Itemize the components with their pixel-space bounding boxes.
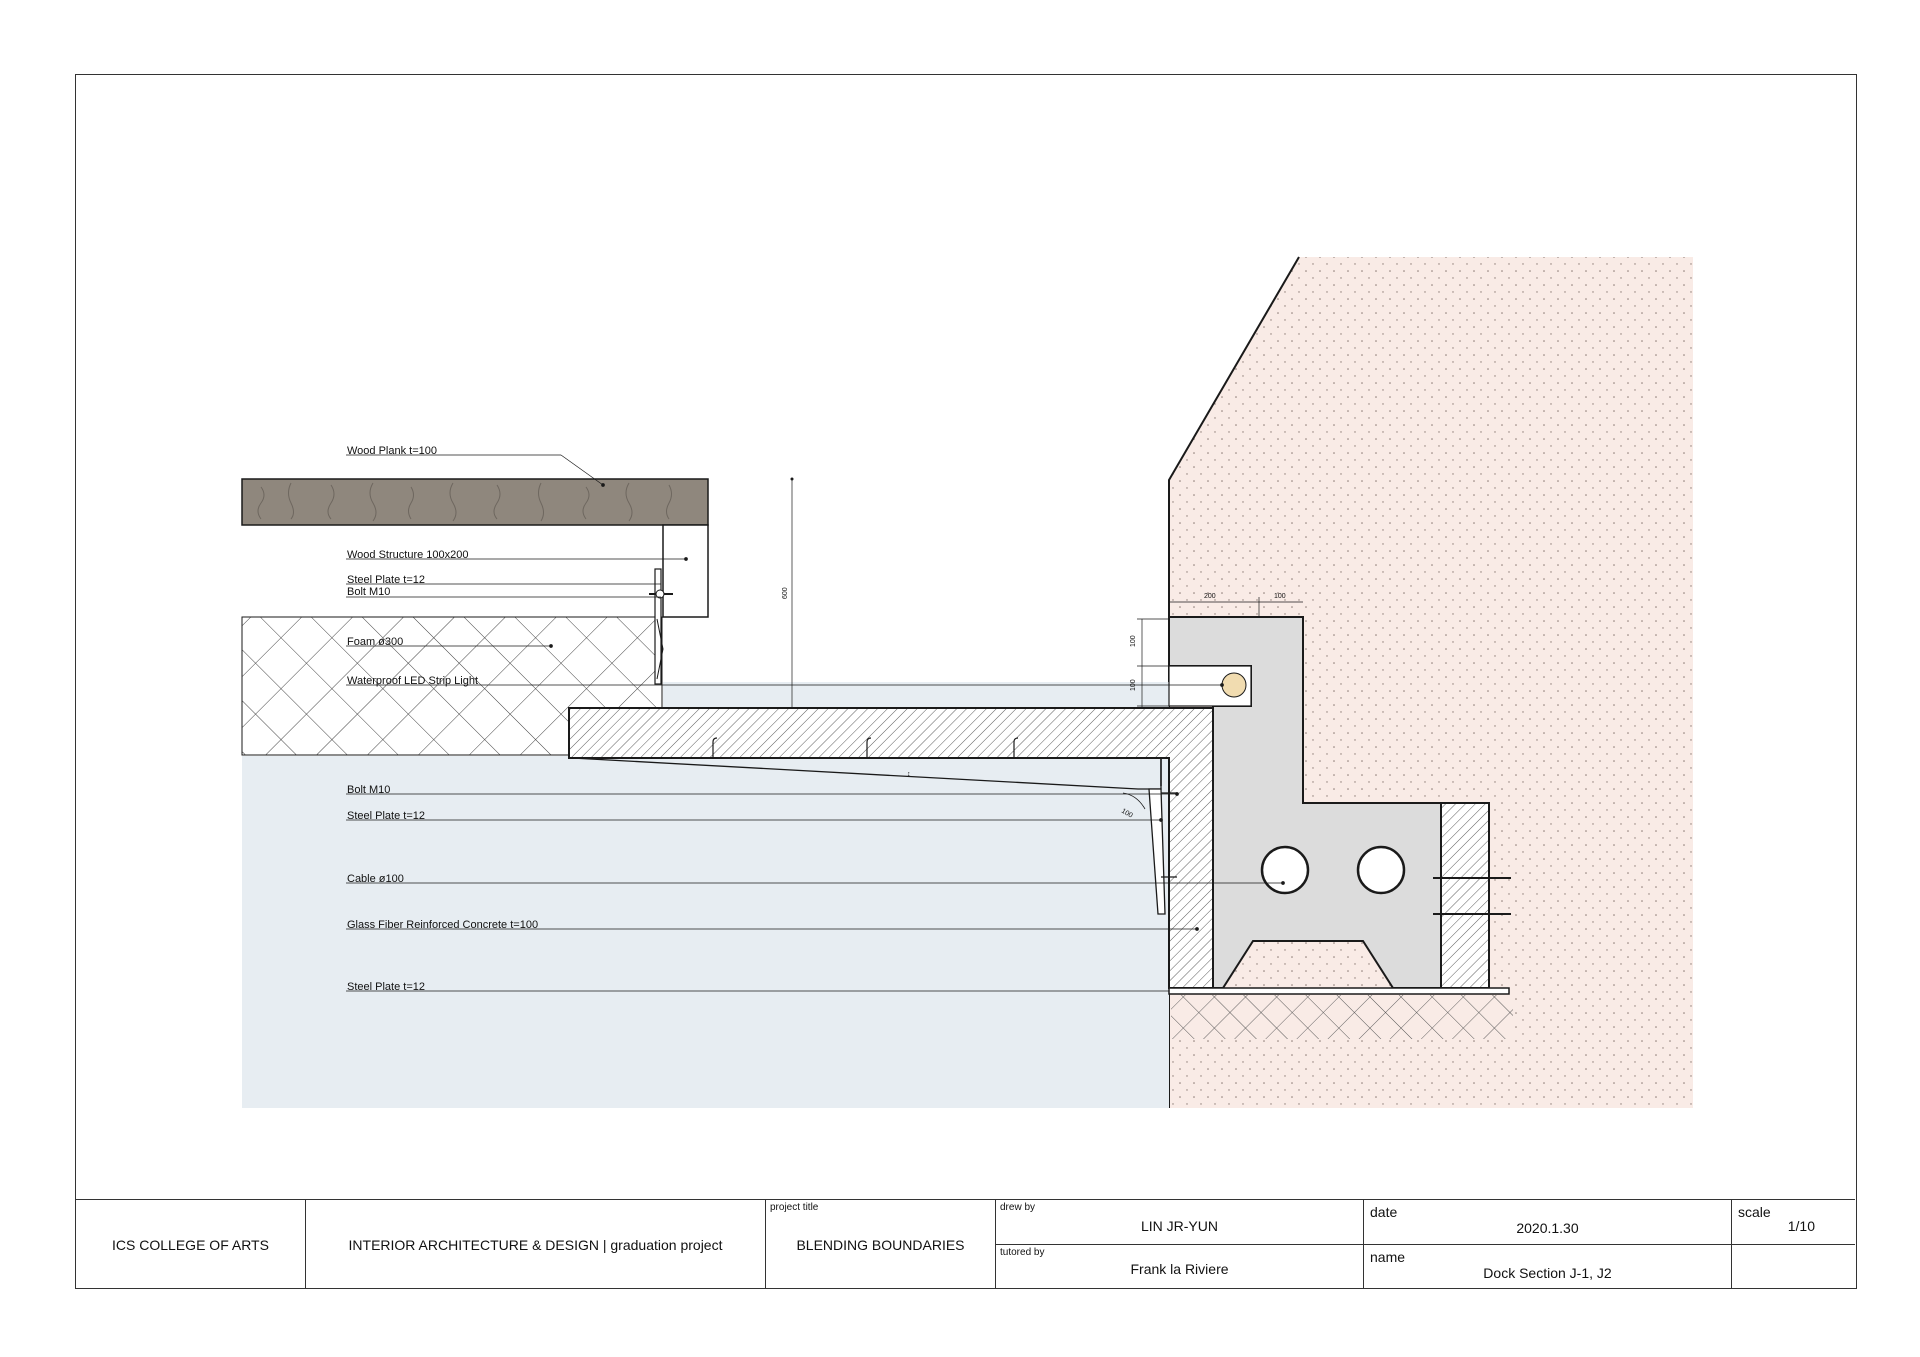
tb-scale: scale 1/10 [1732,1200,1855,1245]
drew-by-caption: drew by [1000,1202,1036,1213]
tb-tutored-by: tutored by Frank la Riviere [996,1245,1364,1289]
dim-angle-100: 100 [1120,808,1134,820]
dim-200: 200 [1204,593,1216,600]
tb-name: name Dock Section J-1, J2 [1364,1245,1732,1289]
label-bolt-mid: Bolt M10 [347,784,390,796]
ground-hatch [1171,995,1513,1039]
label-gfrc: Glass Fiber Reinforced Concrete t=100 [347,919,538,931]
top-bracket-leg [656,618,664,680]
title-block: ICS COLLEGE OF ARTS INTERIOR ARCHITECTUR… [76,1199,1855,1289]
wood-structure [662,524,709,618]
label-led: Waterproof LED Strip Light [347,675,478,687]
cable-1 [1260,845,1310,895]
name-caption: name [1370,1249,1406,1265]
tb-drew-by: drew by LIN JR-YUN [996,1200,1364,1245]
project-title: BLENDING BOUNDARIES [796,1236,965,1253]
anchor-bolts [1433,871,1511,921]
leader-lines [346,454,1285,992]
school-name: ICS COLLEGE OF ARTS [112,1236,269,1253]
dim-small: ↕ [907,771,911,778]
led-strip-light [1221,672,1247,698]
label-steel-plate-mid: Steel Plate t=12 [347,810,425,822]
date-caption: date [1370,1204,1398,1220]
tb-program: INTERIOR ARCHITECTURE & DESIGN | graduat… [306,1200,766,1289]
water-surface-band [663,682,1169,710]
cable-2 [1356,845,1406,895]
project-title-caption: project title [770,1202,819,1213]
anchor-hooks [712,737,1019,758]
label-wood-plank: Wood Plank t=100 [347,445,437,457]
tutored-by: Frank la Riviere [1130,1261,1229,1277]
bolt-mid [1161,792,1177,878]
steel-plate-bottom [1168,987,1510,995]
dim-100-w: 100 [1274,593,1286,600]
angle-arc [1122,792,1146,810]
label-bolt-top: Bolt M10 [347,586,390,598]
drew-by: LIN JR-YUN [1140,1218,1218,1234]
tb-date: date 2020.1.30 [1364,1200,1732,1245]
dock-section-drawing: 600 100 100 200 100 100 ↕ Wood Plank t=1… [241,256,1693,1108]
wood-grain [257,482,672,522]
tb-project: project title BLENDING BOUNDARIES [766,1200,996,1289]
date: 2020.1.30 [1516,1220,1579,1236]
label-steel-plate-bottom: Steel Plate t=12 [347,981,425,993]
water-body [242,756,1169,1108]
anchor-block [1440,802,1490,989]
wood-plank [241,478,709,526]
dim-100-a: 100 [1130,635,1137,647]
label-wood-structure: Wood Structure 100x200 [347,549,468,561]
tutored-by-caption: tutored by [1000,1247,1045,1258]
drawing-sheet: 600 100 100 200 100 100 ↕ Wood Plank t=1… [75,74,1857,1289]
program-name: INTERIOR ARCHITECTURE & DESIGN | graduat… [348,1236,723,1253]
label-cable: Cable ø100 [347,873,404,885]
scale: 1/10 [1787,1218,1815,1234]
dim-600: 600 [782,587,789,599]
scale-caption: scale [1738,1204,1771,1220]
label-foam: Foam ø300 [347,636,403,648]
sheet-name: Dock Section J-1, J2 [1483,1265,1612,1281]
tb-school: ICS COLLEGE OF ARTS [76,1200,306,1289]
label-steel-plate-top: Steel Plate t=12 [347,574,425,586]
